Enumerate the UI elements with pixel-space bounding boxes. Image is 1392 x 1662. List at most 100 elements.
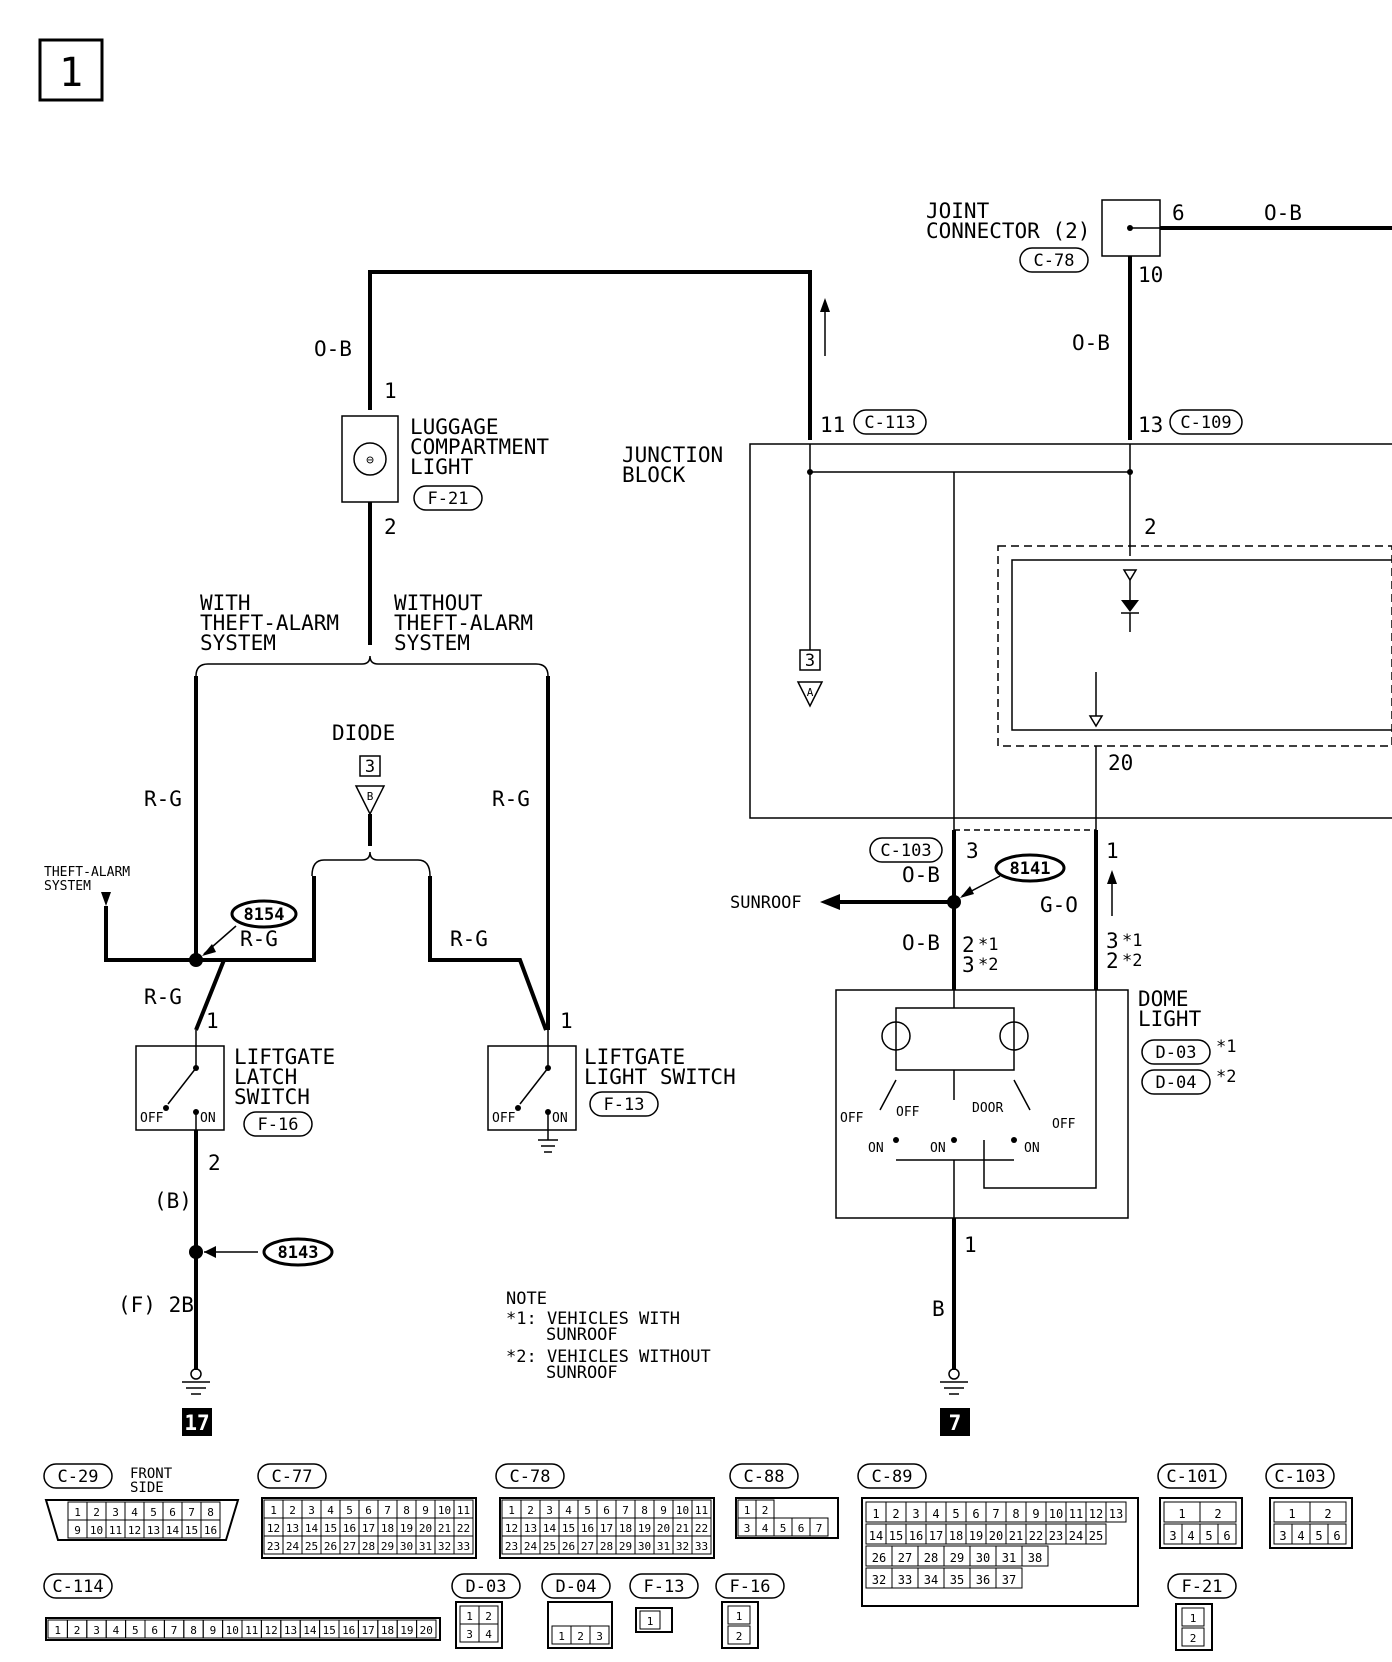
pin-12: 12 [505,1522,518,1535]
pin-3: 3 [596,1630,603,1643]
pin-24: 24 [286,1540,300,1553]
pin-23: 23 [1049,1529,1063,1543]
pin-32: 32 [438,1540,451,1553]
pin-19: 19 [638,1522,651,1535]
pin-15: 15 [889,1529,903,1543]
pin-29: 29 [950,1551,964,1565]
c114-frame [45,1617,441,1641]
note-line-2: SUNROOF [546,1325,618,1345]
splice-8141: 8141 [994,853,1066,883]
luggage-lamp-icon [353,442,387,476]
light-switch-off: OFF [492,1111,516,1126]
pin-36: 36 [976,1573,990,1587]
pin-7: 7 [188,1506,195,1519]
svg-text:F-13: F-13 [644,1577,685,1597]
dome-off-2: OFF [896,1105,920,1120]
pin-10: 10 [676,1504,689,1517]
ground-7-box [940,1408,970,1436]
dome-code-star2: *2 [1216,1067,1236,1087]
pin-13: 13 [286,1522,299,1535]
pin-3: 3 [1169,1529,1176,1543]
ref-a-num: 3 [805,651,815,671]
wire-o-b-right: O-B [1072,331,1110,355]
ground-17: 17 [184,1411,209,1435]
svg-text:D-03: D-03 [466,1577,507,1597]
pin-7: 7 [816,1522,823,1535]
pin-12: 12 [264,1624,277,1637]
pin-6: 6 [603,1504,610,1517]
pin-20: 20 [419,1522,432,1535]
dome-on-2: ON [930,1141,946,1156]
pin-25: 25 [305,1540,318,1553]
pin-14: 14 [303,1624,317,1637]
pin-16: 16 [581,1522,594,1535]
pin-6: 6 [169,1506,176,1519]
joint-wire-out: O-B [1264,201,1302,225]
ref-b-num: 3 [365,757,375,777]
light-switch-pin-1: 1 [560,1009,573,1033]
pin-30: 30 [976,1551,990,1565]
pin-4: 4 [131,1506,138,1519]
ref-b-box [359,755,381,777]
junction-label-1: JUNCTION [622,443,723,467]
pin-7: 7 [171,1624,178,1637]
f13-pins: 1 [639,1610,661,1630]
dome-pin-left-a: 2 [962,933,975,957]
f16-r1-pins: 1 [727,1605,751,1625]
c103-code: C-103 [869,837,943,863]
dome-on-3: ON [1024,1141,1040,1156]
dome-star1-right: *1 [1122,931,1142,951]
c77-frame [261,1497,477,1559]
c88-label: C-88 [729,1463,799,1489]
pin-16: 16 [343,1522,356,1535]
svg-text:D-03: D-03 [1156,1043,1197,1063]
pin-21: 21 [1009,1529,1023,1543]
svg-text:C-89: C-89 [872,1467,913,1487]
joint-connector-code: C-78 [1019,247,1089,273]
pin-34: 34 [924,1573,938,1587]
pin-5: 5 [150,1506,157,1519]
latch-label-1: LIFTGATE [234,1045,335,1069]
pin-2: 2 [485,1610,492,1623]
pin-33: 33 [695,1540,708,1553]
pin-15: 15 [323,1624,336,1637]
pin-2: 2 [289,1504,296,1517]
d04-frame [547,1601,613,1649]
d03-label: D-03 [451,1573,521,1599]
pin-38: 38 [1028,1551,1042,1565]
wire-rg-2: R-G [240,927,278,951]
theft-alarm-arrow [101,892,111,906]
c101-label: C-101 [1157,1463,1227,1489]
pin-13: 13 [147,1524,160,1537]
joint-connector-label-2: CONNECTOR (2) [926,219,1090,243]
pin-11: 11 [457,1504,470,1517]
without-theft-3: SYSTEM [394,631,470,655]
pin-1: 1 [466,1610,473,1623]
c29-front: FRONT [130,1466,173,1482]
pin-11: 11 [1069,1507,1083,1521]
page-number: 1 [59,50,83,96]
f16-r2-pins: 2 [727,1625,751,1645]
dome-star2-right: *2 [1122,951,1142,971]
dome-light-box [835,989,1129,1219]
pin-5: 5 [346,1504,353,1517]
joint-pin-in: 10 [1138,263,1163,287]
pin-1: 1 [647,1615,654,1628]
pin-23: 23 [505,1540,518,1553]
wire-b-dome: B [932,1297,945,1321]
pin-4: 4 [1187,1529,1194,1543]
pin-28: 28 [362,1540,375,1553]
pin-24: 24 [524,1540,538,1553]
svg-text:C-88: C-88 [744,1467,785,1487]
pin-7: 7 [992,1507,999,1521]
svg-text:C-77: C-77 [272,1467,313,1487]
pin-17: 17 [361,1624,374,1637]
pin-17: 17 [600,1522,613,1535]
dome-off-1: OFF [840,1111,864,1126]
svg-text:D-04: D-04 [556,1577,597,1597]
without-theft-1: WITHOUT [394,591,483,615]
